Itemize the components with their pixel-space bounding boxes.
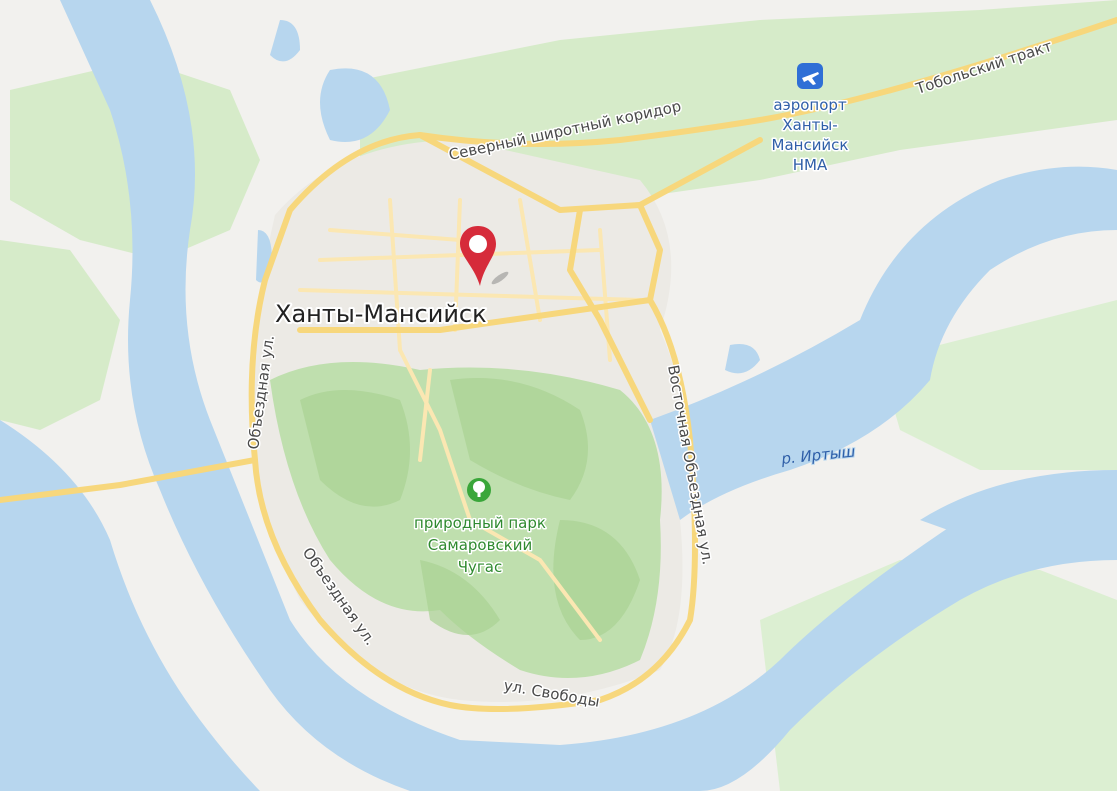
river-east-loop (920, 470, 1117, 545)
tree-trunk (477, 490, 481, 497)
green-area-east (880, 300, 1117, 470)
tree-crown (473, 481, 485, 493)
park-poi[interactable]: природный парк Самаровский Чугас (413, 478, 547, 578)
road-ring (248, 132, 698, 712)
road-central-avenue (297, 297, 653, 333)
road-airport-link (637, 137, 763, 208)
park-label-line-3: Чугас (458, 558, 502, 576)
park-label-line-2: Самаровский (428, 536, 533, 554)
airport-label-line-1: аэропорт (773, 96, 847, 114)
park-label-line-1: природный парк (414, 514, 546, 532)
city-label: Ханты-Мансийск (275, 300, 487, 328)
airport-poi[interactable]: аэропорт Ханты- Мансийск НМА (770, 63, 850, 176)
green-area-west (0, 240, 120, 430)
lake-north (320, 68, 390, 142)
forest-relief-dark (300, 378, 640, 640)
lake-north-small (270, 20, 300, 62)
major-roads (0, 17, 1117, 712)
road-center-south (567, 207, 653, 423)
location-pin-icon[interactable] (460, 226, 510, 286)
airport-label-line-3: Мансийск (772, 136, 849, 154)
airport-label-line-4: НМА (793, 156, 828, 174)
minor-roads (298, 198, 642, 642)
road-west-bridge (0, 457, 258, 503)
river-ob-channel (60, 0, 1117, 791)
airplane-glyph (802, 72, 819, 85)
river-irtysh (650, 166, 1117, 520)
airport-label-line-2: Ханты- (782, 116, 837, 134)
road-north-corridor (417, 17, 1117, 147)
river-left-wide (0, 420, 260, 791)
lake-east (725, 344, 760, 374)
